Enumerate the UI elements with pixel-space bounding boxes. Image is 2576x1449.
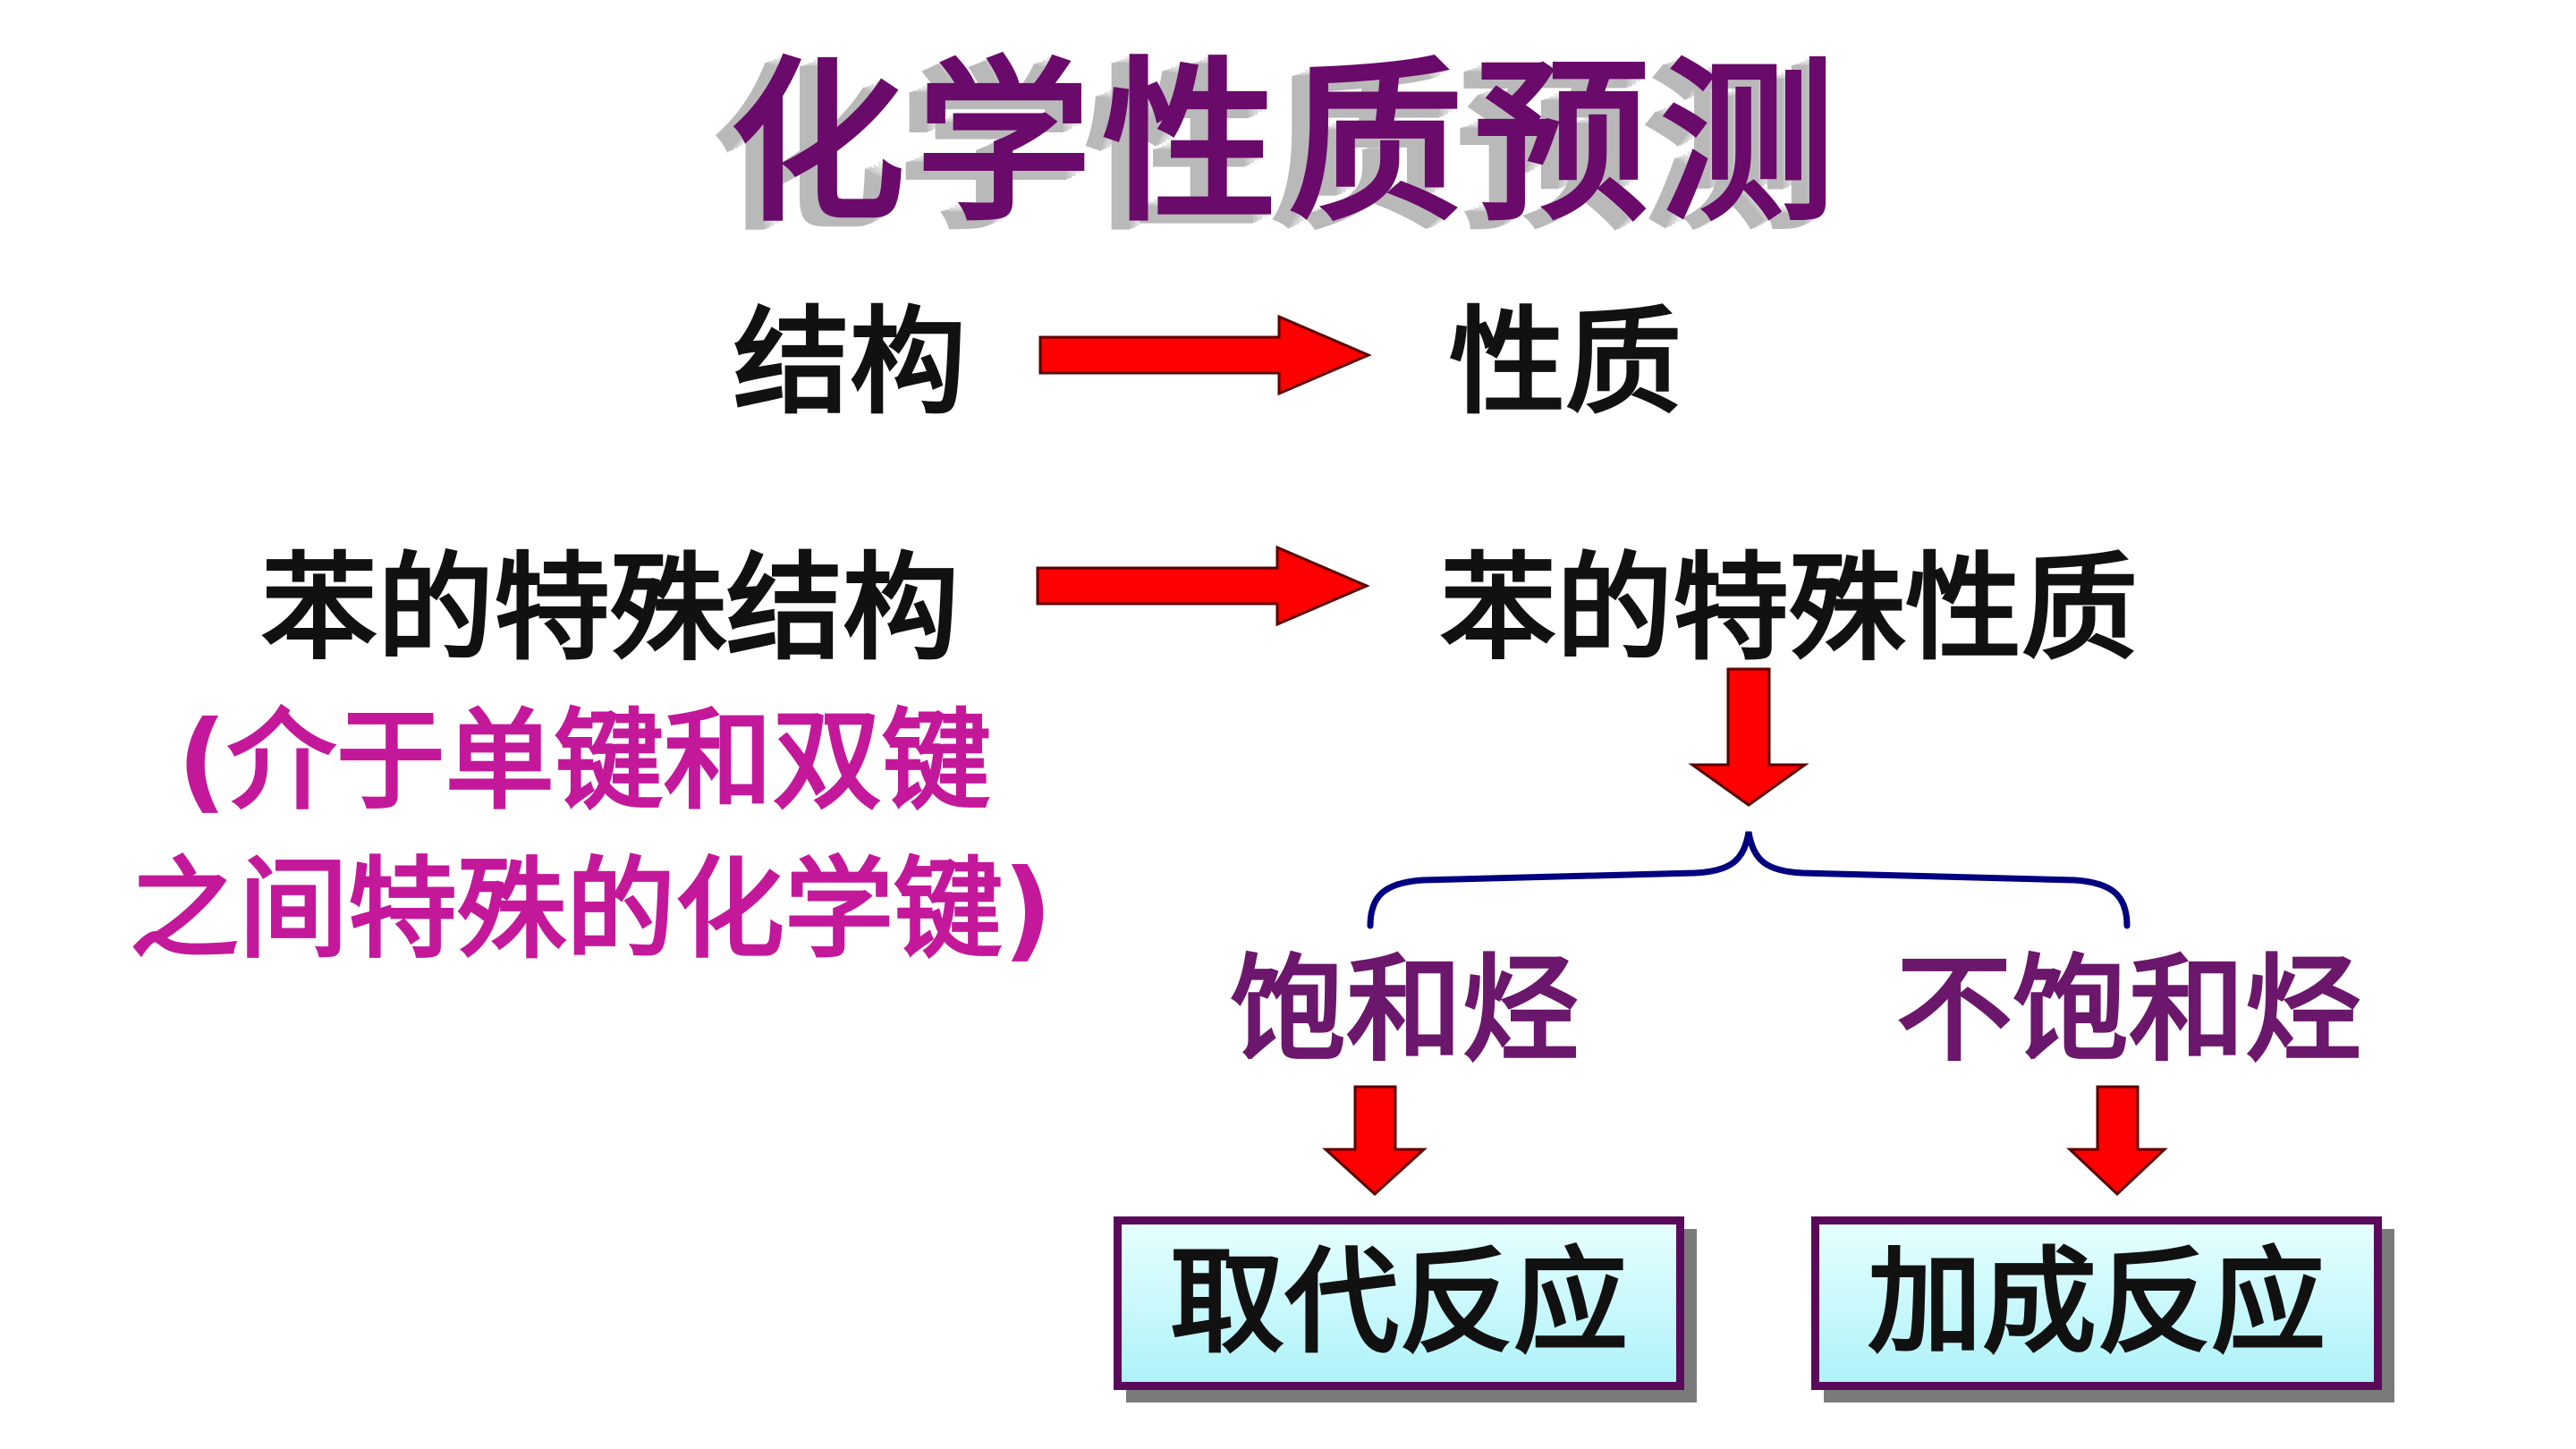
property-label: 性质 <box>1449 294 1682 430</box>
property-to-branch-arrow <box>1688 667 1809 807</box>
bond-note-line-2: 之间特殊的化学键) <box>130 846 1053 973</box>
addition-reaction-label: 加成反应 <box>1867 1236 2326 1369</box>
page-title: 化学性质预测 <box>729 40 1846 246</box>
benzene-property-label: 苯的特殊性质 <box>1440 540 2139 676</box>
saturated-hydrocarbon-label: 饱和烃 <box>1230 942 1580 1078</box>
addition-reaction-box: 加成反应 <box>1811 1216 2382 1390</box>
unsaturated-to-addition-arrow <box>2066 1085 2168 1197</box>
benzene-structure-to-property-arrow <box>1036 545 1370 627</box>
unsaturated-hydrocarbon-label: 不饱和烃 <box>1896 942 2362 1078</box>
substitution-reaction-box: 取代反应 <box>1114 1216 1684 1390</box>
branch-brace <box>1367 831 2131 929</box>
structure-to-property-arrow <box>1038 314 1372 396</box>
saturated-to-substitution-arrow <box>1322 1085 1428 1197</box>
bond-note-line-1: (介于单键和双键 <box>177 698 991 825</box>
benzene-structure-label: 苯的特殊结构 <box>261 540 960 676</box>
substitution-reaction-label: 取代反应 <box>1169 1236 1628 1369</box>
structure-label: 结构 <box>733 294 967 430</box>
